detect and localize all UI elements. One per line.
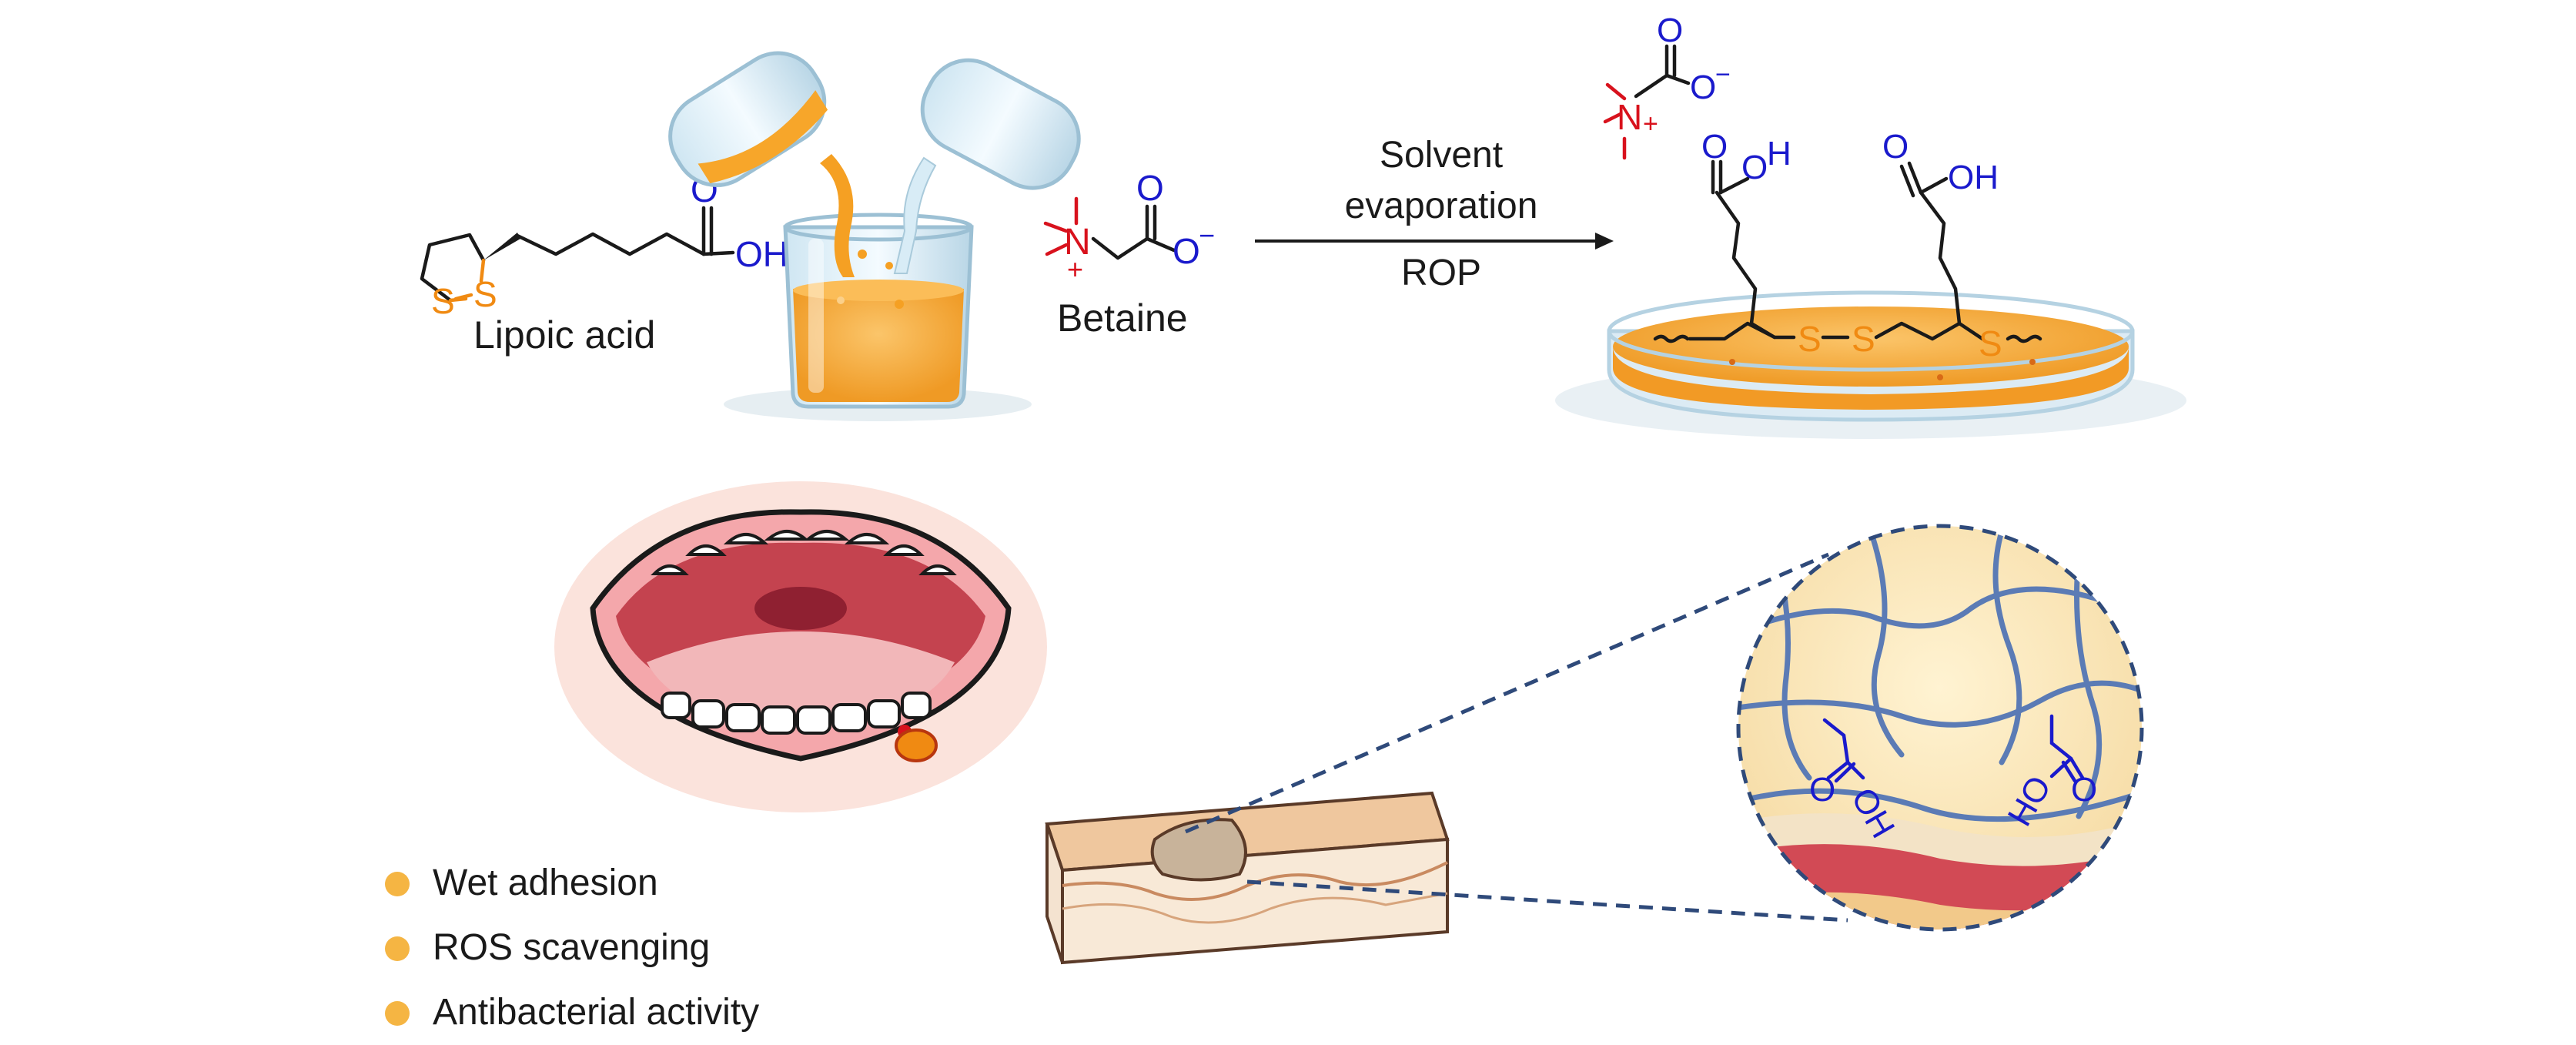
magnifier-circle-icon: O OH O HO (1736, 524, 2144, 932)
arrow-condition-evaporation: evaporation (1345, 186, 1538, 226)
feature-label: Antibacterial activity (433, 992, 760, 1033)
betaine-minus-charge: − (1199, 219, 1215, 251)
lipoic-s-atom-1: S (431, 281, 455, 321)
betaine-o-atom: O (1136, 168, 1164, 208)
product-plus-charge: + (1643, 109, 1658, 139)
beaker-icon (724, 213, 1032, 421)
lipoic-s-atom-2: S (473, 274, 497, 314)
reaction-arrow (1255, 233, 1614, 250)
bullet-dot-icon (385, 872, 410, 896)
betaine-plus-charge: + (1067, 253, 1083, 285)
open-mouth-icon (554, 481, 1047, 812)
bullet-dot-icon (385, 1001, 410, 1026)
test-tube-icon (668, 51, 1081, 309)
poly-lipoic-betaine-structure: N + O O − O O H S S S O OH (1603, 12, 2042, 363)
betaine-o-minus: O (1173, 231, 1200, 271)
arrow-condition-rop: ROP (1401, 253, 1481, 293)
product-betaine-minus: − (1715, 60, 1731, 89)
betaine-n-atom: N (1064, 222, 1091, 263)
product-s-atom-2: S (1852, 319, 1875, 359)
feature-list: Wet adhesion ROS scavenging Antibacteria… (385, 851, 759, 1045)
circle-right-o: O (2071, 771, 2097, 809)
lipoic-acid-structure: O OH S S (420, 169, 788, 321)
petri-dish-icon (1555, 290, 2186, 439)
skin-block-icon (1045, 791, 1450, 965)
product-left-h: H (1767, 135, 1791, 172)
feature-label: ROS scavenging (433, 927, 711, 968)
product-n-atom: N (1617, 97, 1642, 137)
feature-item-wet-adhesion: Wet adhesion (385, 851, 759, 916)
product-betaine-o: O (1657, 12, 1683, 49)
feature-item-ros-scavenging: ROS scavenging (385, 916, 759, 980)
product-s-atom-1: S (1798, 319, 1822, 359)
lipoic-acid-label: Lipoic acid (473, 313, 655, 357)
product-right-o: O (1882, 128, 1909, 166)
betaine-label: Betaine (1057, 296, 1188, 340)
product-s-atom-3: S (1979, 323, 2002, 363)
bullet-dot-icon (385, 936, 410, 961)
lipoic-oh-group: OH (735, 234, 788, 274)
circle-left-o: O (1809, 771, 1835, 809)
feature-item-antibacterial: Antibacterial activity (385, 980, 759, 1045)
feature-label: Wet adhesion (433, 862, 658, 903)
product-left-o-2: O (1741, 149, 1768, 186)
product-betaine-o-minus: O (1690, 69, 1716, 106)
product-right-oh: OH (1948, 159, 1999, 196)
magnifier-connector-lines (1185, 552, 1848, 923)
product-left-o: O (1701, 128, 1728, 166)
arrow-condition-solvent: Solvent (1380, 135, 1503, 176)
betaine-structure: N + O O − (1043, 168, 1215, 285)
